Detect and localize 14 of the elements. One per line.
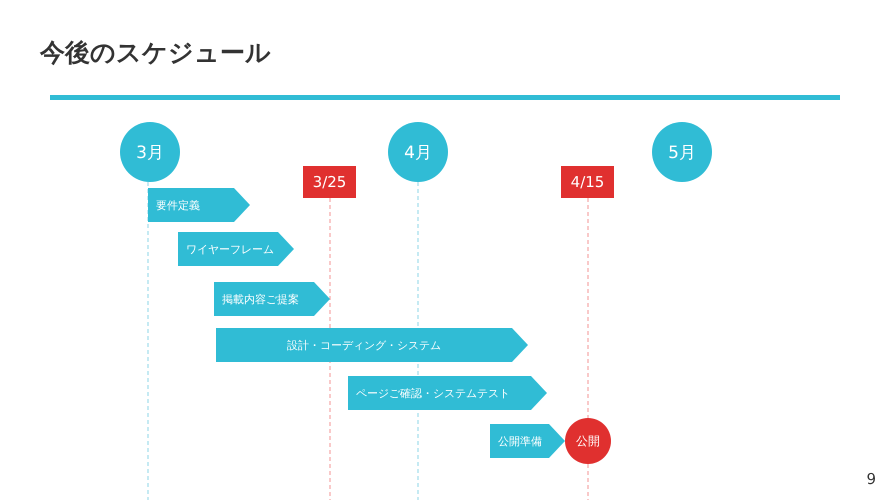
month-circle: 3月 — [120, 122, 180, 182]
month-circle: 5月 — [652, 122, 712, 182]
task-bar: 設計・コーディング・システム — [216, 328, 528, 362]
task-bar: 要件定義 — [148, 188, 250, 222]
task-bar: ワイヤーフレーム — [178, 232, 294, 266]
date-tag: 3/25 — [303, 166, 356, 198]
month-circle: 4月 — [388, 122, 448, 182]
slide-title: 今後のスケジュール — [40, 37, 271, 69]
page-number: 9 — [866, 470, 876, 488]
task-bar: 公開準備 — [490, 424, 565, 458]
task-bar: ページご確認・システムテスト — [348, 376, 547, 410]
milestone-circle: 公開 — [565, 418, 611, 464]
task-bar: 掲載内容ご提案 — [214, 282, 330, 316]
date-tag: 4/15 — [561, 166, 614, 198]
